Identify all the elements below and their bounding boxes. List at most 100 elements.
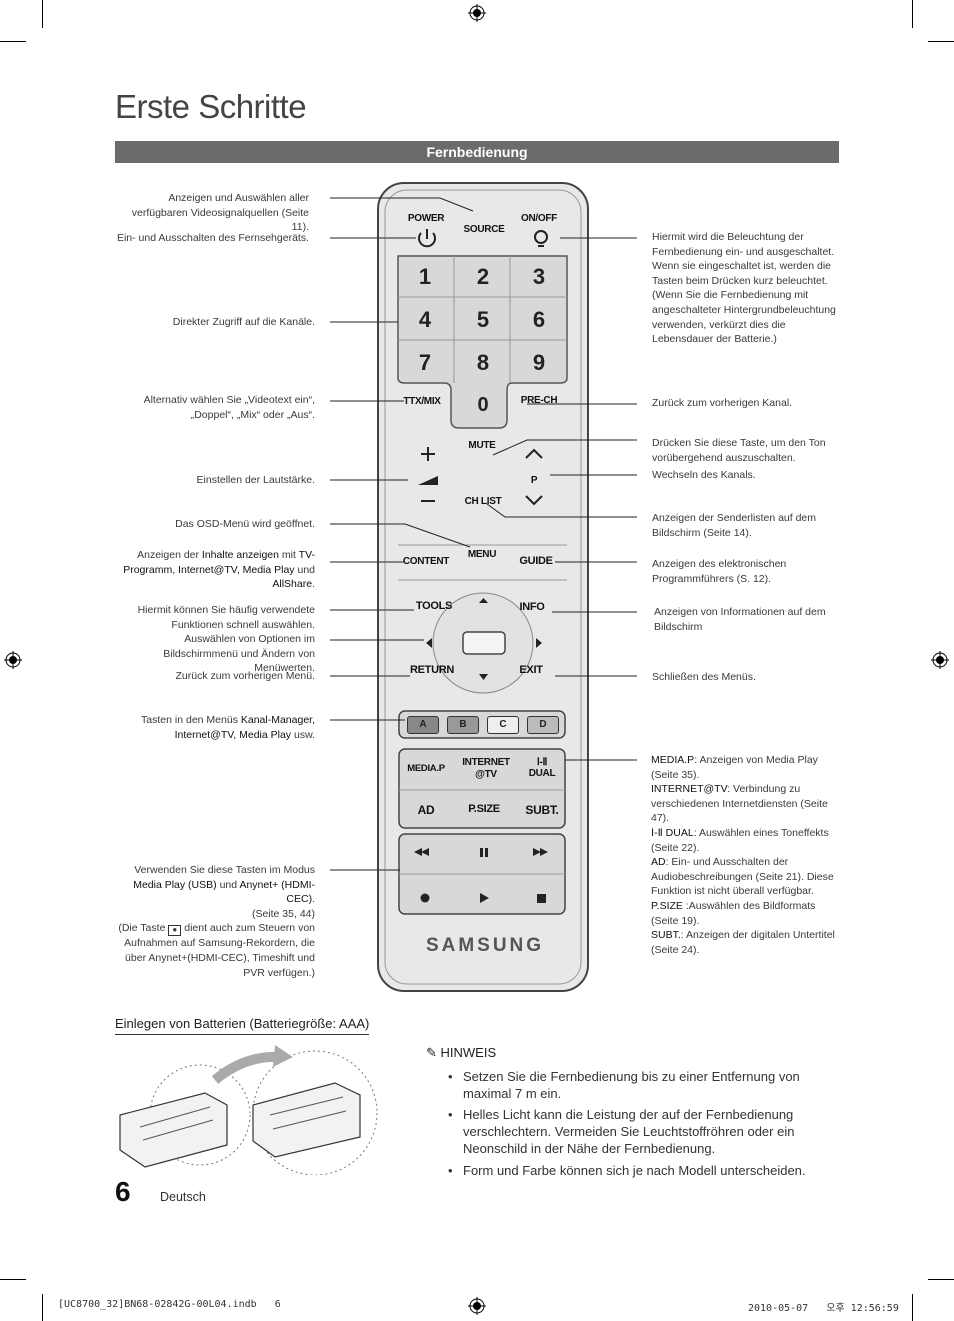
crop-mark	[912, 1294, 913, 1321]
label-return: Zurück zum vorherigen Menü.	[175, 670, 315, 682]
content-label-bold: TV-Programm, Internet@TV, Media Play	[123, 549, 315, 576]
label-media-buttons: Verwenden Sie diese Tasten im Modus Medi…	[108, 863, 315, 980]
content-label-part: .	[312, 578, 315, 591]
record-icon: ●	[168, 925, 182, 937]
label-mute: Drücken Sie diese Taste, um den Ton vorü…	[652, 437, 826, 464]
label-power: Ein- und Ausschalten des Fernsehgeräts.	[116, 232, 309, 244]
digit-6-button[interactable]: 6	[532, 307, 546, 332]
content-label-bold: AllShare	[272, 578, 313, 591]
digit-8-button[interactable]: 8	[476, 350, 490, 375]
exit-button[interactable]: EXIT	[519, 664, 543, 676]
registration-mark-icon	[4, 651, 22, 669]
label-tools: Hiermit können Sie häufig verwendete Fun…	[137, 604, 315, 631]
digit-5-button[interactable]: 5	[476, 307, 490, 332]
digit-1-button[interactable]: 1	[418, 264, 432, 289]
color-button-b[interactable]: B	[447, 716, 479, 734]
on-off-button[interactable]: ON/OFF	[521, 213, 557, 224]
label-exit: Schließen des Menüs.	[652, 671, 756, 683]
label-navigation: Auswählen von Optionen im Bildschirmmenü…	[163, 633, 315, 675]
bullet-icon: •	[448, 1107, 453, 1122]
note-subt: SUBT.: Anzeigen der digitalen Untertitel…	[651, 928, 841, 957]
digit-9-button[interactable]: 9	[532, 350, 546, 375]
digit-3-button[interactable]: 3	[532, 264, 546, 289]
dual-symbol-label: Ⅰ-Ⅱ	[536, 757, 548, 768]
pencil-icon: ✎	[426, 1045, 441, 1060]
bullet-icon: •	[448, 1069, 453, 1084]
media-p-button[interactable]: MEDIA.P	[407, 763, 445, 774]
page-title: Erste Schritte	[115, 88, 307, 125]
menu-button[interactable]: MENU	[467, 549, 497, 560]
media-label-part: .	[312, 893, 315, 906]
info-button[interactable]: INFO	[519, 601, 545, 613]
media-label-part: Verwenden Sie diese Tasten im Modus	[134, 864, 315, 876]
footer-file: [UC8700_32]BN68-02842G-00L04.indb 6	[58, 1299, 281, 1310]
note-item-text: Form und Farbe können sich je nach Model…	[463, 1163, 806, 1178]
internet-tv-button[interactable]: INTERNET@TV	[458, 757, 514, 781]
digit-0-button[interactable]: 0	[477, 394, 489, 416]
note-key: MEDIA.P	[651, 754, 695, 766]
footer-date: 2010-05-07 오후 12:56:59	[748, 1303, 899, 1314]
note-text: : Anzeigen von Media Play (Seite 35).	[651, 754, 818, 781]
battery-illustration	[119, 1045, 378, 1175]
subt-button[interactable]: SUBT.	[525, 803, 559, 817]
color-button-d[interactable]: D	[527, 716, 559, 734]
page-number: 6	[115, 1176, 131, 1207]
ch-list-button[interactable]: CH LIST	[464, 496, 502, 507]
note-dual: Ⅰ-Ⅱ DUAL: Auswählen eines Toneffekts (Se…	[651, 826, 841, 855]
label-ttx: Alternativ wählen Sie „Videotext ein“, „…	[143, 394, 315, 421]
note-text: : Anzeigen der digitalen Untertitel (Sei…	[651, 929, 835, 956]
color-button-c[interactable]: C	[487, 716, 519, 734]
dual-label: DUAL	[528, 768, 556, 779]
colour-label-bold: Kanal-Manager, Internet@TV, Media Play	[174, 714, 315, 741]
digit-4-button[interactable]: 4	[418, 307, 432, 332]
tv-label: @TV	[475, 769, 497, 780]
note-text: : Ein- und Ausschalten der Audiobeschrei…	[651, 856, 834, 898]
media-label-bold: Anynet+ (HDMI-CEC)	[239, 878, 315, 906]
note-key: SUBT.	[651, 929, 681, 942]
mute-button[interactable]: MUTE	[468, 440, 496, 451]
crop-mark	[928, 1279, 954, 1280]
note-key: AD	[651, 856, 666, 869]
list-item: •Helles Licht kann die Leistung der auf …	[448, 1106, 818, 1157]
pre-ch-button[interactable]: PRE-CH	[520, 395, 558, 406]
label-volume: Einstellen der Lautstärke.	[196, 474, 315, 486]
list-item: •Form und Farbe können sich je nach Mode…	[448, 1162, 818, 1179]
media-label-bold: Media Play (USB)	[133, 878, 217, 891]
p-size-button[interactable]: P.SIZE	[468, 803, 500, 815]
return-button[interactable]: RETURN	[409, 664, 455, 676]
tools-button[interactable]: TOOLS	[415, 600, 453, 612]
content-label-bold: Inhalte anzeigen	[201, 549, 279, 561]
crop-mark	[0, 1279, 26, 1280]
label-light: Hiermit wird die Beleuchtung der Fernbed…	[652, 231, 836, 346]
source-button[interactable]: SOURCE	[463, 224, 505, 235]
note-key: Ⅰ-Ⅱ DUAL	[651, 826, 694, 839]
ad-button[interactable]: AD	[417, 803, 435, 817]
label-content: Anzeigen der Inhalte anzeigen mit TV-Pro…	[112, 548, 315, 592]
digit-7-button[interactable]: 7	[418, 350, 432, 375]
label-info: Anzeigen von Informationen auf dem Bilds…	[654, 606, 826, 633]
label-ch-list: Anzeigen der Senderlisten auf dem Bildsc…	[652, 512, 817, 539]
color-button-a[interactable]: A	[407, 716, 439, 734]
list-item: • Setzen Sie die Fernbedienung bis zu ein…	[448, 1068, 818, 1102]
note-internet: INTERNET@TV: Verbindung zu verschiedenen…	[651, 782, 841, 826]
guide-button[interactable]: GUIDE	[519, 555, 553, 567]
colour-label-part: Tasten in den Menüs	[141, 714, 241, 726]
note-key: P.SIZE	[651, 899, 683, 912]
ttx-mix-button[interactable]: TTX/MIX	[403, 396, 441, 407]
channel-p-label: P	[530, 475, 538, 486]
note-heading-text: HINWEIS	[440, 1045, 497, 1060]
content-button[interactable]: CONTENT	[402, 556, 450, 567]
colour-label-part: usw.	[291, 728, 315, 741]
note-item-text: Setzen Sie die Fernbedienung bis zu eine…	[463, 1069, 800, 1101]
power-button[interactable]: POWER	[407, 213, 445, 224]
registration-mark-icon	[468, 1297, 486, 1315]
note-mediap: MEDIA.P: Anzeigen von Media Play (Seite …	[651, 753, 841, 782]
content-label-part: und	[294, 563, 315, 576]
digit-2-button[interactable]: 2	[476, 264, 490, 289]
page-language: Deutsch	[160, 1190, 206, 1204]
section-header: Fernbedienung	[115, 141, 839, 163]
note-text: : Verbindung zu verschiedenen Internetdi…	[651, 783, 828, 825]
crop-mark	[912, 0, 913, 28]
